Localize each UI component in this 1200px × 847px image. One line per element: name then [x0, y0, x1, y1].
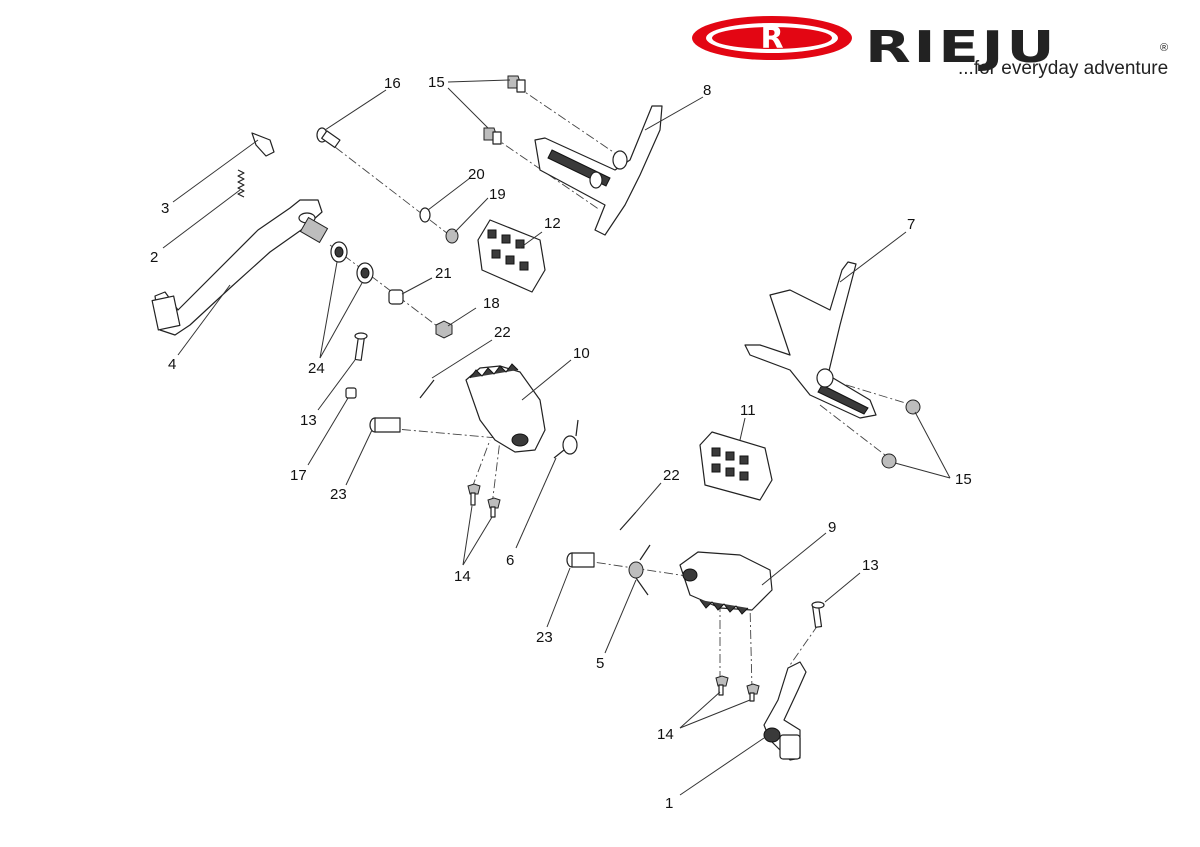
part-12-footpeg-rubber [477, 219, 546, 293]
part-23-peg-pin-left [369, 417, 401, 433]
part-22-split-pin-right [619, 511, 637, 531]
callout-4: 4 [168, 356, 176, 373]
callout-labels: 3 2 4 16 15 8 20 19 12 21 18 22 24 10 13… [150, 74, 972, 812]
part-3-bracket [251, 132, 275, 157]
callout-5: 5 [596, 655, 604, 672]
callout-20: 20 [468, 166, 485, 183]
part-4-brake-pedal [151, 199, 329, 336]
callout-17: 17 [290, 467, 307, 484]
part-6-spring [553, 419, 579, 459]
part-24-bearings [330, 241, 374, 284]
part-14-bolts-right [715, 675, 760, 702]
callout-9: 9 [828, 519, 836, 536]
brand-header: R RIEJU ® ...for everyday adventure [690, 12, 1190, 82]
part-9-right-footpeg [679, 551, 773, 615]
callout-15-top: 15 [428, 74, 445, 91]
callout-18: 18 [483, 295, 500, 312]
part-10-left-footpeg [465, 363, 546, 453]
part-20-washer [419, 207, 431, 223]
part-1-gear-lever [763, 661, 807, 761]
callout-8: 8 [703, 82, 711, 99]
callout-16: 16 [384, 75, 401, 92]
callout-11: 11 [740, 402, 756, 419]
part-15-bolts-right [881, 399, 921, 469]
part-18-nut [435, 320, 453, 339]
assembly-axes [321, 85, 913, 691]
leader-lines [162, 79, 951, 796]
brand-tagline: ...for everyday adventure [958, 58, 1169, 79]
callout-2: 2 [150, 249, 158, 266]
part-2-spring [237, 169, 245, 198]
part-11-footpeg-rubber [699, 431, 773, 501]
part-13-pin-right [811, 601, 825, 628]
callout-15-right: 15 [955, 471, 972, 488]
part-13-pin-left [354, 332, 368, 361]
part-23-peg-pin-right [566, 552, 595, 568]
callout-6: 6 [506, 552, 514, 569]
brand-name: RIEJU [865, 22, 1058, 73]
registered-mark: ® [1160, 42, 1169, 54]
callout-13-left: 13 [300, 412, 317, 429]
part-22-split-pin-left [419, 379, 435, 399]
callout-24: 24 [308, 360, 325, 377]
callout-22-right: 22 [663, 467, 680, 484]
callout-13-right: 13 [862, 557, 879, 574]
part-7-right-rear-bracket [744, 261, 877, 419]
callout-19: 19 [489, 186, 506, 203]
callout-1: 1 [665, 795, 673, 812]
callout-21: 21 [435, 265, 452, 282]
part-8-rear-bracket [534, 105, 663, 236]
callout-14-right: 14 [657, 726, 674, 743]
rieju-logo-icon: R [692, 16, 852, 60]
callout-23-left: 23 [330, 486, 347, 503]
callout-12: 12 [544, 215, 561, 232]
callout-23-right: 23 [536, 629, 553, 646]
callout-10: 10 [573, 345, 590, 362]
callout-22-left: 22 [494, 324, 511, 341]
callout-14-left: 14 [454, 568, 471, 585]
part-19-nut [445, 228, 459, 244]
part-5-spring [628, 544, 651, 596]
logo-letter: R [760, 21, 783, 56]
part-17-sleeve [345, 387, 357, 399]
part-16-pivot-bolt [316, 127, 341, 149]
part-14-bolts-left [467, 483, 501, 518]
part-15-bolts-top [483, 75, 526, 145]
part-21-bushing [388, 289, 404, 305]
callout-3: 3 [161, 200, 169, 217]
callout-7: 7 [907, 216, 915, 233]
